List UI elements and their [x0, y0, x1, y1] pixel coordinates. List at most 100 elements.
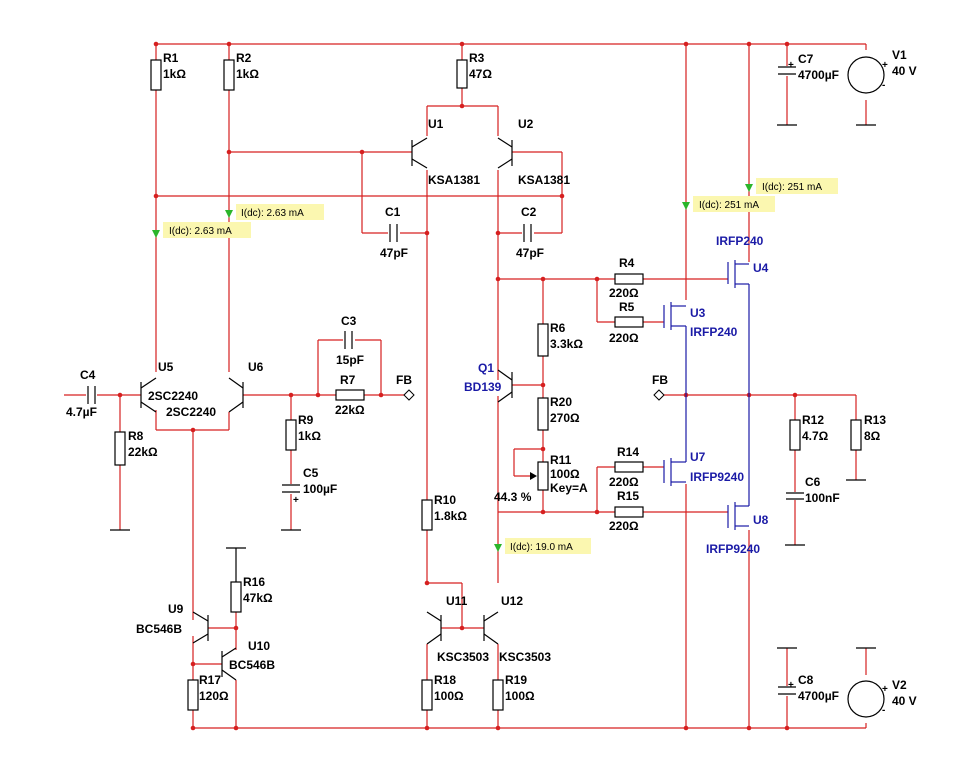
r8-name: R8 [128, 429, 144, 443]
resistor-r5[interactable] [614, 316, 644, 328]
r6-name: R6 [550, 321, 566, 335]
probe-arrow-icon [682, 202, 690, 210]
r8-value: 22kΩ [128, 445, 158, 459]
u9-name: U9 [168, 602, 184, 616]
probe-p2-label: I(dc): 2.63 mA [241, 208, 304, 219]
potentiometer-wiper-arrow [530, 472, 537, 480]
capacitor-c2[interactable] [523, 224, 532, 242]
resistor-r17[interactable] [187, 679, 199, 711]
probe-p2[interactable]: I(dc): 2.63 mA [225, 204, 324, 220]
r17-value: 120Ω [199, 689, 229, 703]
r19-value: 100Ω [505, 689, 535, 703]
u12-name: U12 [501, 594, 523, 608]
voltage-source-v1[interactable]: + - [847, 56, 888, 94]
c8-plus-sign: + [788, 680, 794, 691]
c2-name: C2 [521, 205, 537, 219]
transistor-u11[interactable] [426, 611, 442, 645]
capacitor-c4[interactable] [87, 386, 96, 404]
transistor-q1[interactable] [497, 369, 513, 403]
r13-name: R13 [864, 413, 886, 427]
r9-name: R9 [298, 413, 314, 427]
resistor-r10[interactable] [421, 499, 433, 531]
resistor-r11[interactable] [537, 461, 549, 491]
resistor-r7[interactable] [335, 389, 365, 401]
fb-left-label: FB [396, 373, 412, 387]
r11-percent: 44.3 % [494, 490, 532, 504]
c5-name: C5 [303, 466, 319, 480]
resistor-r6[interactable] [537, 323, 549, 357]
u2-part: KSA1381 [518, 173, 570, 187]
mosfet-u7[interactable] [663, 395, 687, 486]
r17-name: R17 [199, 673, 221, 687]
r9-value: 1kΩ [298, 429, 321, 443]
transistor-u12[interactable] [483, 611, 499, 645]
probe-arrow-icon [225, 210, 233, 218]
mosfet-u3[interactable] [663, 302, 687, 395]
u1-part: KSA1381 [428, 173, 480, 187]
u7-part: IRFP9240 [690, 470, 744, 484]
capacitor-c3[interactable] [344, 331, 353, 349]
probe-arrow-icon [494, 544, 502, 552]
capacitor-c1[interactable] [389, 224, 398, 242]
resistor-r15[interactable] [614, 506, 644, 518]
v1-plus-sign: + [882, 60, 888, 71]
c5-plus-sign: + [293, 495, 299, 506]
transistor-u5[interactable] [140, 377, 157, 413]
net-label-fb-left-connector[interactable] [403, 389, 415, 401]
voltage-source-v2[interactable]: + - [847, 680, 888, 718]
v1-minus-sign: - [882, 80, 885, 91]
probe-p5[interactable]: I(dc): 19.0 mA [494, 538, 591, 554]
r20-value: 270Ω [550, 411, 580, 425]
transistor-u2[interactable] [497, 137, 513, 169]
r14-value: 220Ω [609, 475, 639, 489]
capacitor-c7[interactable] [778, 66, 796, 75]
transistor-u10[interactable] [221, 647, 237, 681]
resistor-r8[interactable] [114, 431, 126, 466]
net-label-fb-right-connector[interactable] [653, 389, 665, 401]
q1-part: BD139 [464, 380, 502, 394]
resistor-r20[interactable] [537, 397, 549, 431]
resistor-r9[interactable] [285, 419, 297, 451]
capacitor-c8[interactable] [778, 686, 796, 695]
r11-value: 100Ω [550, 467, 580, 481]
u8-name: U8 [753, 513, 769, 527]
r2-value: 1kΩ [236, 67, 259, 81]
resistor-r18[interactable] [421, 679, 433, 711]
capacitor-c5[interactable] [282, 484, 300, 493]
resistor-r2[interactable] [223, 59, 235, 91]
junction-dots [117, 41, 798, 731]
r12-value: 4.7Ω [802, 429, 829, 443]
resistor-r13[interactable] [850, 419, 862, 451]
u8-part: IRFP9240 [706, 542, 760, 556]
probe-p1-label: I(dc): 2.63 mA [169, 226, 232, 237]
resistor-r3[interactable] [456, 59, 468, 89]
transistor-u9[interactable] [192, 611, 209, 644]
resistors [114, 59, 862, 711]
u9-part: BC546B [136, 622, 182, 636]
u2-name: U2 [518, 117, 534, 131]
r11-name: R11 [550, 453, 572, 467]
mosfet-u8[interactable] [727, 395, 750, 530]
resistor-r1[interactable] [150, 59, 162, 91]
resistor-r14[interactable] [614, 461, 644, 473]
resistor-r16[interactable] [230, 581, 242, 613]
probe-p3[interactable]: I(dc): 251 mA [745, 178, 838, 194]
resistor-r12[interactable] [789, 419, 801, 451]
ground-symbols [110, 124, 876, 649]
v1-value: 40 V [892, 64, 917, 78]
u11-name: U11 [446, 594, 468, 608]
resistor-r19[interactable] [492, 679, 504, 711]
u5-part: 2SC2240 [148, 389, 198, 403]
transistor-u6[interactable] [228, 377, 244, 413]
r7-value: 22kΩ [335, 403, 365, 417]
r6-value: 3.3kΩ [550, 337, 583, 351]
probe-p4[interactable]: I(dc): 251 mA [682, 196, 775, 212]
c1-value: 47pF [380, 246, 408, 260]
r10-value: 1.8kΩ [434, 509, 467, 523]
resistor-r4[interactable] [614, 273, 644, 285]
r15-name: R15 [617, 489, 639, 503]
probe-p1[interactable]: I(dc): 2.63 mA [152, 222, 251, 238]
transistor-u1[interactable] [411, 137, 428, 169]
mosfet-u4[interactable] [727, 260, 750, 395]
capacitor-c6[interactable] [786, 492, 804, 500]
